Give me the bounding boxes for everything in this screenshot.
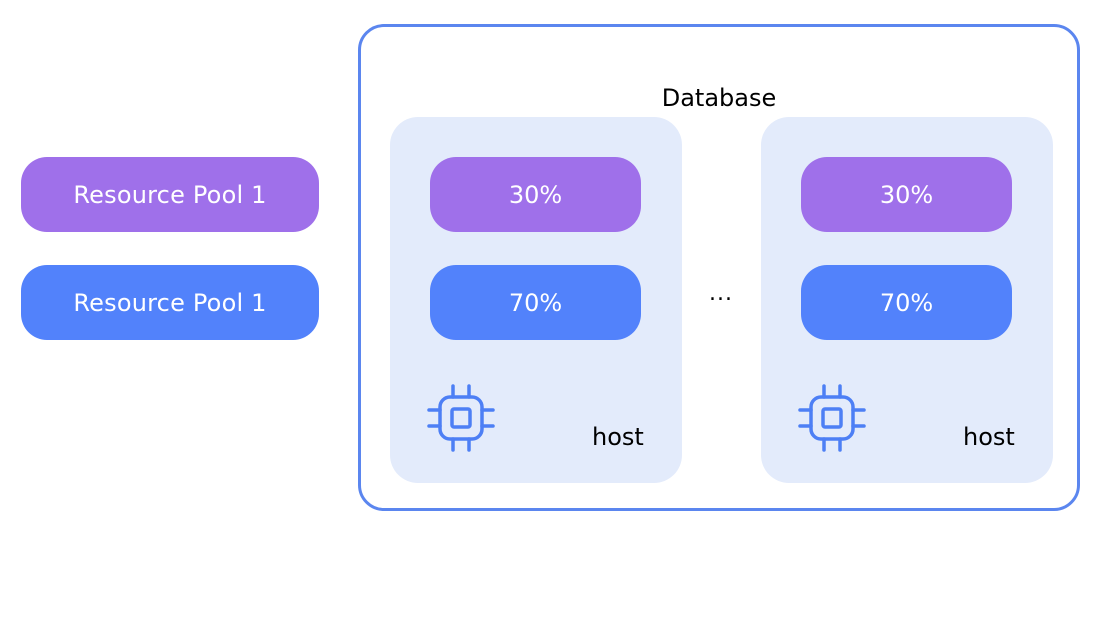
host-2-share-purple: 30% bbox=[801, 157, 1012, 232]
host-2-share-blue: 70% bbox=[801, 265, 1012, 340]
cpu-chip-icon bbox=[798, 384, 866, 452]
host-1-label: host bbox=[592, 423, 644, 451]
host-1-share-blue: 70% bbox=[430, 265, 641, 340]
host-box-2: 30% 70% host bbox=[761, 117, 1053, 483]
host-box-1: 30% 70% host bbox=[390, 117, 682, 483]
cpu-chip-icon bbox=[427, 384, 495, 452]
database-title: Database bbox=[661, 84, 777, 112]
resource-pool-1-purple: Resource Pool 1 bbox=[21, 157, 319, 232]
resource-pool-1-blue: Resource Pool 1 bbox=[21, 265, 319, 340]
host-2-label: host bbox=[963, 423, 1015, 451]
ellipsis-more-hosts: ... bbox=[709, 281, 733, 306]
database-container: Database bbox=[358, 24, 1080, 511]
host-1-share-purple: 30% bbox=[430, 157, 641, 232]
